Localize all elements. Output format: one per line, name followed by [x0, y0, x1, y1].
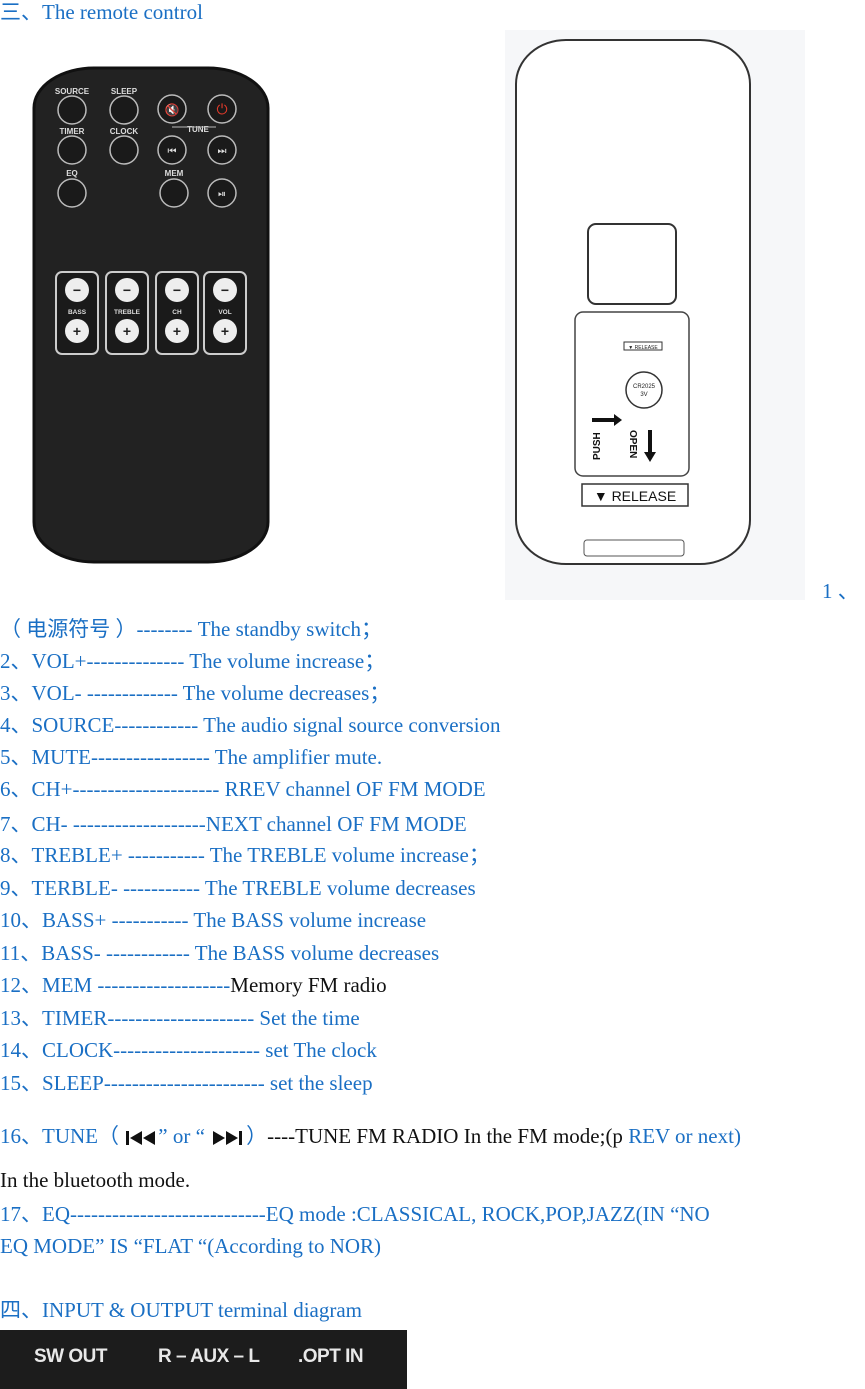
label-sleep: SLEEP: [111, 87, 138, 96]
list-item-13: 13、TIMER--------------------- Set the ti…: [0, 1006, 360, 1030]
clock-button: [109, 135, 139, 165]
aux-label: R – AUX – L: [158, 1346, 260, 1367]
svg-text:−: −: [173, 282, 181, 298]
prev-button: [157, 135, 187, 165]
list-item-3: 3、VOL- ------------- The volume decrease…: [0, 681, 391, 705]
next-icon: ⏭: [218, 146, 227, 157]
svg-text:+: +: [221, 323, 229, 339]
list-item-17: 17、EQ----------------------------EQ mode…: [0, 1202, 710, 1226]
svg-text:▼ RELEASE: ▼ RELEASE: [594, 488, 676, 504]
label-clock: CLOCK: [110, 127, 139, 136]
mem-button: [159, 178, 189, 208]
list-item-11: 11、BASS- ------------ The BASS volume de…: [0, 941, 440, 965]
remote-back-image: ▼ RELEASE CR2025 3V PUSH OPEN ▼ RELEASE: [515, 39, 751, 565]
power-button: [207, 94, 237, 124]
list-item-5: 5、MUTE----------------- The amplifier mu…: [0, 745, 383, 769]
list-item-6: 6、CH+--------------------- RREV channel …: [0, 777, 486, 801]
io-terminal-diagram: SW OUT R – AUX – L .OPT IN: [0, 1330, 407, 1389]
eq-button: [57, 178, 87, 208]
mute-icon: 🔇: [165, 103, 180, 117]
svg-text:3V: 3V: [640, 392, 647, 398]
list-item-17-continued: EQ MODE” IS “FLAT “(According to NOR): [0, 1234, 382, 1258]
play-pause-icon: ⏯: [218, 189, 226, 200]
next-button: [207, 135, 237, 165]
list-item-16-continued: In the bluetooth mode.: [0, 1168, 191, 1192]
opt-in-label: .OPT IN: [298, 1346, 364, 1367]
svg-text:CR2025: CR2025: [633, 384, 656, 390]
label-timer: TIMER: [60, 127, 85, 136]
svg-text:−: −: [123, 282, 131, 298]
list-item-14: 14、CLOCK--------------------- set The cl…: [0, 1038, 377, 1062]
svg-text:+: +: [123, 323, 131, 339]
list-item-2: 2、VOL+-------------- The volume increase…: [0, 649, 386, 673]
source-button: [57, 95, 87, 125]
previous-track-icon: [126, 1131, 156, 1146]
label-tune: TUNE: [187, 125, 209, 134]
list-item-1-number: 1 、: [822, 579, 859, 603]
list-item-1: （ 电源符号 ）-------- The standby switch；: [0, 617, 382, 641]
label-vol: VOL: [218, 309, 231, 316]
label-treble: TREBLE: [114, 309, 141, 316]
section-heading-io: 四、INPUT & OUTPUT terminal diagram: [0, 1298, 363, 1322]
svg-text:−: −: [73, 282, 81, 298]
svg-text:+: +: [73, 323, 81, 339]
section-heading: 三、The remote control: [0, 0, 203, 24]
list-item-7: 7、CH- -------------------NEXT channel OF…: [0, 812, 467, 836]
remote-front-image: SOURCE SLEEP TIMER CLOCK EQ MEM TUNE ⏻ 🔇…: [32, 66, 270, 564]
svg-text:−: −: [221, 282, 229, 298]
svg-text:+: +: [173, 323, 181, 339]
sleep-button: [109, 95, 139, 125]
label-source: SOURCE: [55, 87, 90, 96]
next-track-icon: [213, 1131, 243, 1146]
label-mem: MEM: [165, 169, 184, 178]
sw-out-label: SW OUT: [34, 1346, 108, 1367]
svg-text:PUSH: PUSH: [592, 432, 603, 460]
svg-text:▼ RELEASE: ▼ RELEASE: [628, 345, 658, 351]
svg-text:OPEN: OPEN: [627, 430, 638, 458]
list-item-15: 15、SLEEP----------------------- set the …: [0, 1071, 373, 1095]
label-bass: BASS: [68, 309, 87, 316]
list-item-12: 12、MEM -------------------Memory FM radi…: [0, 973, 387, 997]
play-pause-button: [207, 178, 237, 208]
list-item-4: 4、SOURCE------------ The audio signal so…: [0, 713, 501, 737]
mute-button: [157, 94, 187, 124]
list-item-10: 10、BASS+ ----------- The BASS volume inc…: [0, 908, 427, 932]
list-item-9: 9、TERBLE- ----------- The TREBLE volume …: [0, 876, 476, 900]
timer-button: [57, 135, 87, 165]
list-item-8: 8、TREBLE+ ----------- The TREBLE volume …: [0, 843, 490, 867]
label-ch: CH: [172, 309, 182, 316]
power-icon: ⏻: [216, 102, 227, 118]
list-item-16: 16、TUNE（ ” or “ ）----TUNE FM RADIO In th…: [0, 1124, 741, 1148]
label-eq: EQ: [66, 169, 78, 178]
prev-icon: ⏮: [168, 146, 177, 157]
